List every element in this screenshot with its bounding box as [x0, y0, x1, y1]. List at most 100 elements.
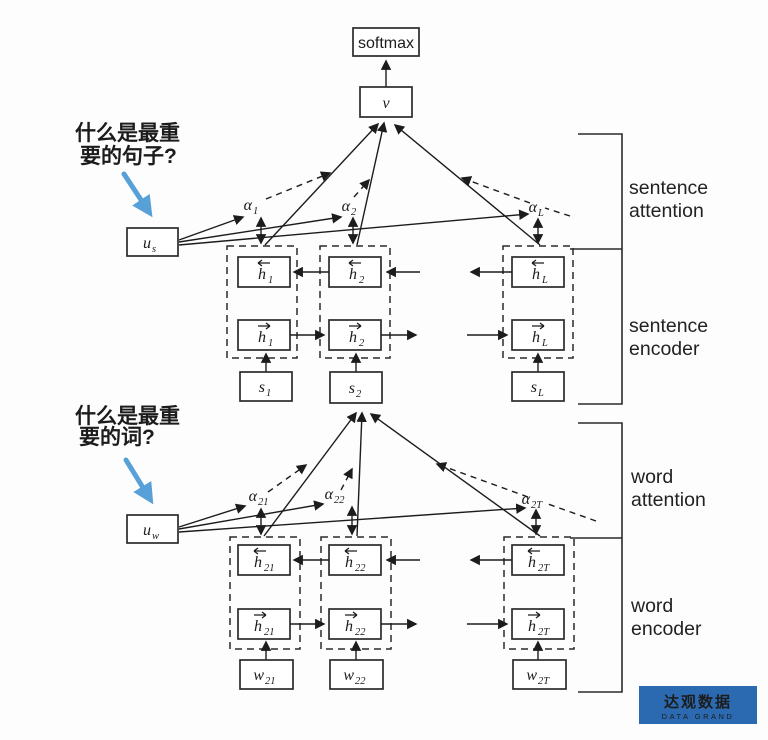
- alpha22-sub: 22: [334, 495, 345, 506]
- h-base: h: [258, 329, 266, 346]
- sentence-question-line2: 要的句子?: [80, 144, 177, 168]
- right-arrow-icon: [254, 611, 267, 619]
- alpha22-base: α: [325, 486, 334, 503]
- word-encoder-cells: [229, 536, 575, 650]
- w-base: w: [526, 667, 537, 684]
- right-arrow-icon: [528, 611, 541, 619]
- h-base: h: [528, 554, 536, 571]
- logo-cn-text: 达观数据: [664, 693, 732, 711]
- sentence-backward-h1: h 1: [257, 259, 273, 286]
- blue-pointer-arrow: [123, 457, 154, 505]
- sentence-input-s2: s 2: [329, 371, 383, 404]
- logo-background: [639, 686, 757, 724]
- right-arrow-icon: [258, 322, 271, 330]
- sentence-backward-h2: h 2: [348, 259, 365, 286]
- sentence-forward-h2: h 2: [349, 322, 365, 349]
- sentence-chain-arrows: [260, 266, 544, 372]
- s-sub: 2: [356, 389, 362, 400]
- word-context-sub: w: [152, 531, 159, 542]
- word-forward-h2T: h 2T: [528, 611, 550, 638]
- left-arrow-icon: [344, 547, 357, 555]
- h-base: h: [349, 329, 357, 346]
- sentence-input-sL: s L: [511, 371, 565, 402]
- alpha2-sub: 2: [351, 207, 357, 218]
- sentence-encoder-cells: [226, 245, 574, 359]
- h-base: h: [258, 266, 266, 283]
- alpha21-sub: 21: [258, 497, 269, 508]
- word-input-w2T: w 2T: [512, 659, 567, 690]
- word-backward-h21: h 21: [253, 547, 275, 574]
- left-arrow-icon: [348, 259, 361, 267]
- h-base: h: [532, 266, 540, 283]
- s-sub: L: [537, 388, 544, 399]
- word-backward-h22: h 22: [344, 547, 366, 574]
- word-question-line2: 要的词?: [79, 425, 155, 449]
- sentence-attention-label-2: attention: [629, 200, 704, 222]
- word-question-line1: 什么是最重: [75, 405, 180, 428]
- sentence-backward-hL: h L: [531, 259, 548, 286]
- h-base: h: [254, 618, 262, 635]
- s-base: s: [531, 379, 537, 396]
- s-base: s: [259, 379, 265, 396]
- word-forward-h21: h 21: [254, 611, 275, 638]
- right-arrow-icon: [532, 322, 545, 330]
- sentence-question-line1: 什么是最重: [75, 122, 180, 145]
- s-sub: 1: [266, 388, 271, 399]
- sentence-vector-box: [359, 86, 413, 118]
- word-alpha-22: α 22: [325, 486, 346, 506]
- w-base: w: [253, 667, 264, 684]
- word-context-base: u: [143, 522, 151, 539]
- sentence-context-box: [126, 227, 179, 257]
- alpha1-sub: 1: [253, 206, 258, 217]
- w-sub: 2T: [538, 676, 550, 687]
- left-arrow-icon: [257, 259, 270, 267]
- h-sub: 21: [264, 563, 275, 574]
- word-question-annotation: 什么是最重 要的词?: [75, 405, 180, 505]
- alpha2T-base: α: [522, 491, 531, 508]
- word-backward-h2T: h 2T: [527, 547, 550, 574]
- sentence-alpha-L: α L: [529, 199, 544, 219]
- alpha21-base: α: [249, 488, 258, 505]
- sentence-forward-h1: h 1: [258, 322, 273, 349]
- sentence-forward-hL: h L: [532, 322, 548, 349]
- h-sub: 2T: [538, 627, 550, 638]
- sentence-attention-arrows: [178, 121, 571, 246]
- sentence-encoder-label-2: encoder: [629, 338, 700, 360]
- right-arrow-icon: [345, 611, 358, 619]
- h-sub: L: [541, 338, 548, 349]
- sentence-context-base: u: [143, 235, 151, 252]
- word-encoder-label-1: word: [630, 595, 673, 617]
- alphaL-sub: L: [537, 208, 544, 219]
- word-input-w21: w 21: [239, 659, 294, 690]
- word-context-box: [126, 514, 179, 544]
- h-sub: 22: [355, 627, 366, 638]
- softmax-box: [352, 27, 420, 57]
- sentence-vector-label: v: [382, 95, 390, 112]
- h-base: h: [349, 266, 357, 283]
- h-base: h: [532, 329, 540, 346]
- alpha1-base: α: [244, 197, 253, 214]
- logo-en-text: DATA GRAND: [662, 712, 735, 721]
- sentence-alpha-1: α 1: [244, 197, 259, 217]
- word-encoder-label-2: encoder: [631, 618, 702, 640]
- h-base: h: [528, 618, 536, 635]
- word-alpha-2T: α 2T: [522, 491, 544, 511]
- left-arrow-icon: [527, 547, 540, 555]
- word-attention-arrows: [178, 411, 597, 537]
- s-base: s: [349, 380, 355, 397]
- h-sub: 22: [355, 563, 366, 574]
- word-input-w22: w 22: [329, 659, 384, 690]
- word-attention-label-1: word: [630, 466, 673, 488]
- word-chain-arrows: [260, 554, 544, 660]
- h-sub: 1: [268, 275, 273, 286]
- alpha2T-sub: 2T: [531, 500, 543, 511]
- alphaL-base: α: [529, 199, 538, 216]
- sentence-question-annotation: 什么是最重 要的句子?: [75, 122, 180, 218]
- datagrand-logo: 达观数据 DATA GRAND: [639, 686, 757, 724]
- h-base: h: [254, 554, 262, 571]
- w-sub: 22: [355, 676, 366, 687]
- h-base: h: [345, 554, 353, 571]
- h-sub: 1: [268, 338, 273, 349]
